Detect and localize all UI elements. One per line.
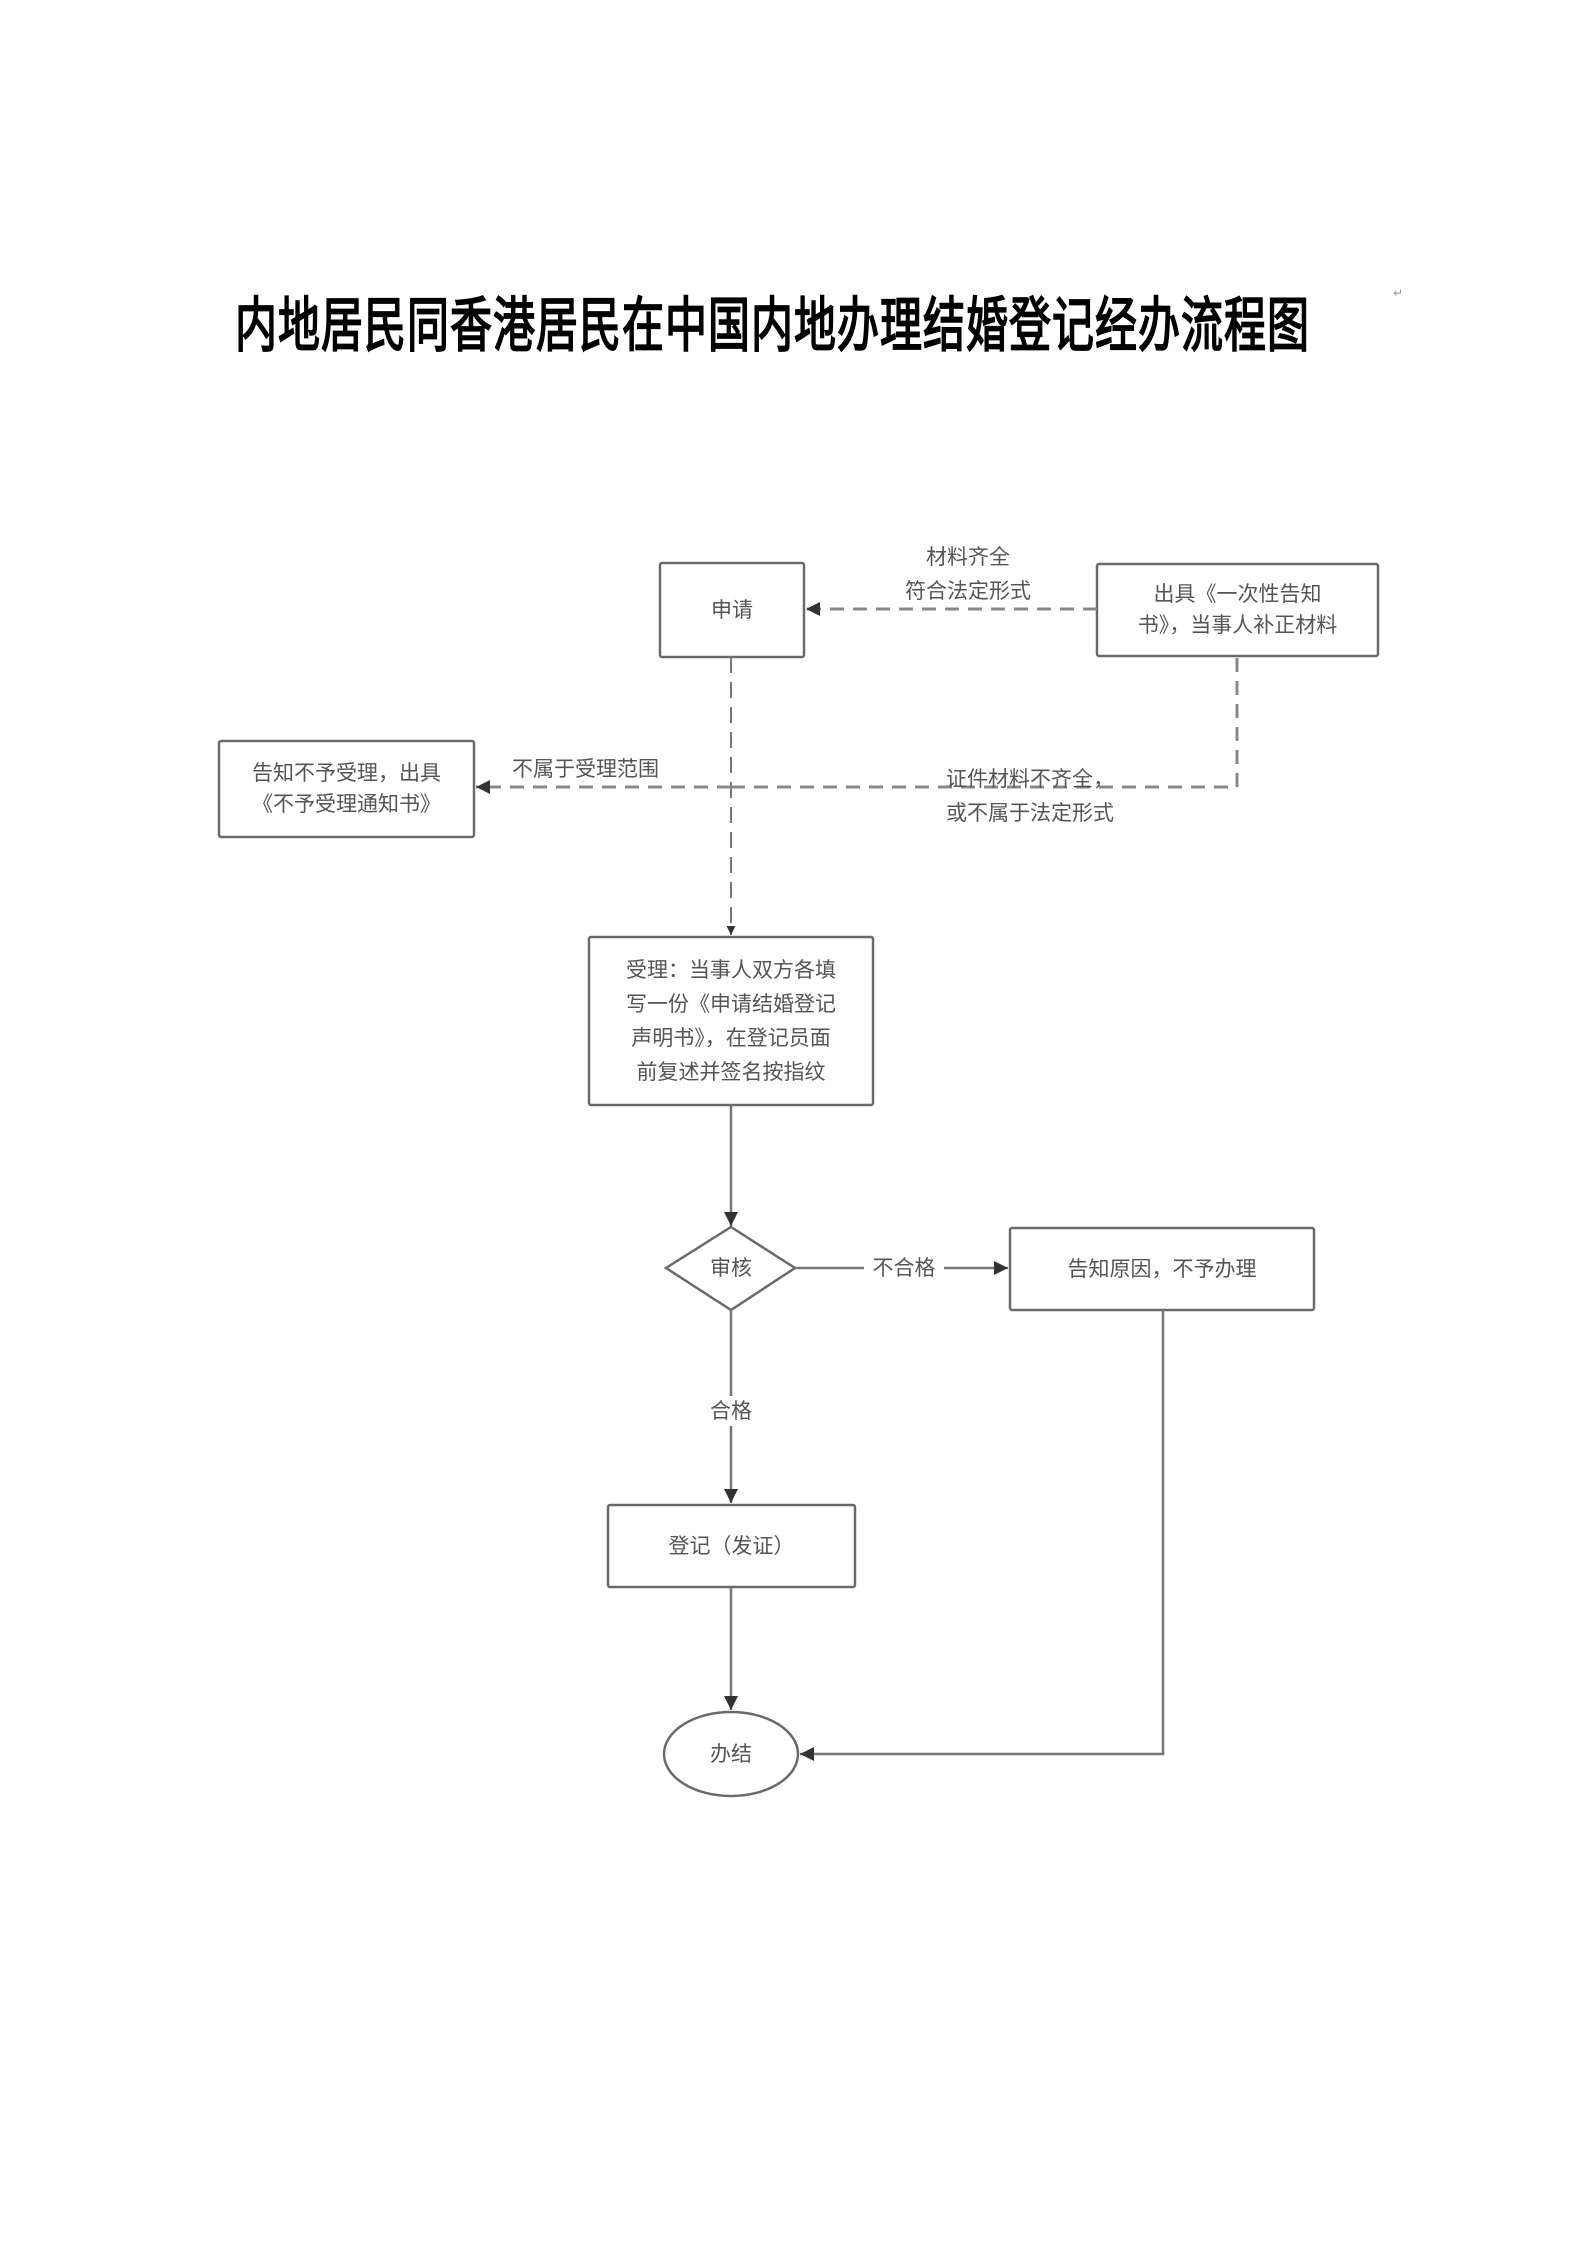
- node-finish: [662, 1710, 800, 1798]
- page-title: 内地居民同香港居民在中国内地办理结婚登记经办流程图: [235, 290, 1311, 361]
- edge-incomplete: [731, 656, 1239, 789]
- edge-complete-label: 材料齐全 符合法定形式: [905, 545, 1031, 603]
- edge-refuse-to-finish: [800, 1310, 1165, 1761]
- node-reject-notice: [217, 739, 476, 839]
- node-reject-notice-label: 告知不予受理，出具 《不予受理通知书》: [252, 761, 441, 816]
- edge-fail-label: 不合格: [872, 1256, 936, 1280]
- node-refuse-label: 告知原因，不予办理: [1067, 1256, 1257, 1281]
- node-register-label: 登记（发证）: [668, 1533, 795, 1558]
- node-notice-once-label: 出具《一次性告知 书》，当事人补正材料: [1137, 582, 1338, 637]
- node-review-label: 审核: [710, 1256, 752, 1280]
- edge-pass-label: 合格: [710, 1399, 752, 1423]
- node-accept-label: 受理：当事人双方各填 写一份《申请结婚登记 声明书》，在登记员面 前复述并签名按…: [626, 958, 836, 1084]
- label-bg-pass: [708, 1396, 754, 1426]
- paragraph-mark-icon: ↵: [1393, 286, 1404, 300]
- label-bg-fail: [864, 1254, 944, 1282]
- edge-out-of-scope-label: 不属于受理范围: [512, 757, 659, 781]
- edge-incomplete-label: 证件材料不齐全， 或不属于法定形式: [946, 767, 1114, 825]
- node-apply-label: 申请: [711, 597, 753, 622]
- node-finish-label: 办结: [710, 1741, 752, 1766]
